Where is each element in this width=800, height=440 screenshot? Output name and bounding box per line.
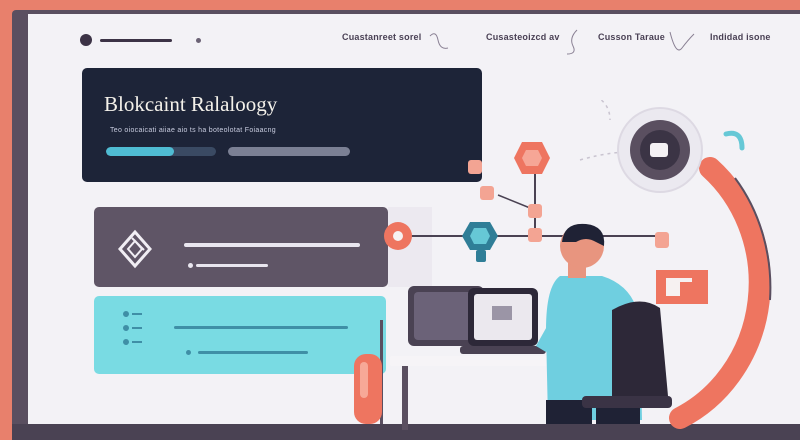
nav-link-4[interactable]: Indidad isone [710,32,771,42]
hero-title: Blokcaint Ralaloogy [104,92,278,116]
card-text-line [174,326,348,329]
card-text-line [196,264,268,267]
nav-link-1[interactable]: Cuastanreet sorel [342,32,422,42]
nav-link-3[interactable]: Cusson Taraue [598,32,665,42]
nav-indicator [196,38,201,43]
hero-card [82,68,482,182]
hero-primary-button[interactable] [106,147,216,156]
card-text-line [198,351,308,354]
laptop-icon [460,288,546,354]
network-node-icon [514,142,550,174]
feature-card-dark[interactable] [94,207,388,287]
bullet-icon [186,350,191,355]
hero-subtitle: Teo oiocaicati aiiae aio ts ha boteolota… [110,127,276,134]
desk-base [12,424,800,440]
illustration [354,100,772,430]
diamond-logo-icon [117,229,153,269]
card-text-line [184,243,360,247]
squiggle-icon [429,33,449,49]
nav-logo-bar[interactable] [100,39,172,42]
squiggle-icon [566,29,578,55]
chair-icon [582,301,672,408]
nav-link-2[interactable]: Cusasteoizcd av [486,32,560,42]
hero-secondary-button[interactable] [228,147,350,156]
menu-dot-icon[interactable] [80,34,92,46]
list-bullets-icon [123,311,142,345]
feature-card-teal[interactable] [94,296,386,374]
bullet-icon [188,263,193,268]
squiggle-icon [669,31,695,51]
